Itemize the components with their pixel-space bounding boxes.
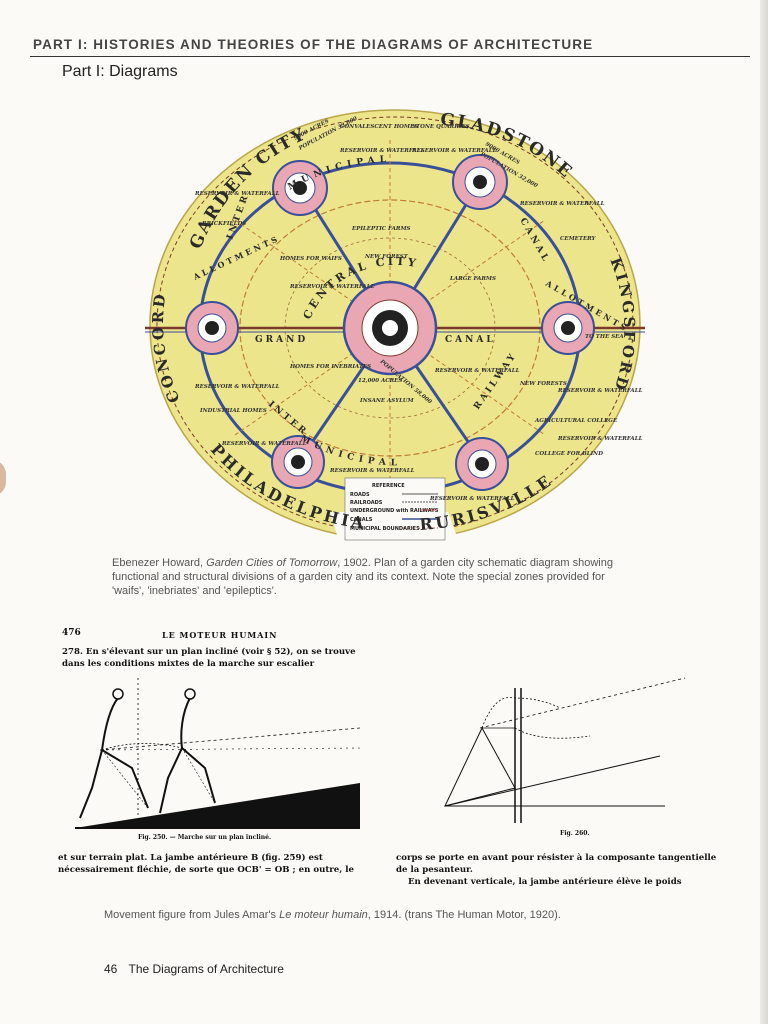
- satellite-philadelphia: [271, 435, 325, 489]
- svg-text:HOMES FOR INEBRIATES: HOMES FOR INEBRIATES: [289, 364, 371, 370]
- svg-text:ROADS: ROADS: [350, 492, 370, 498]
- svg-text:STONE QUARRIES: STONE QUARRIES: [412, 124, 470, 130]
- figure-caption-amar: Movement figure from Jules Amar's Le mot…: [104, 909, 561, 921]
- svg-text:INSANE ASYLUM: INSANE ASYLUM: [359, 398, 415, 404]
- footer-book-title: The Diagrams of Architecture: [128, 962, 284, 976]
- satellite-garden-city: [272, 160, 328, 216]
- label-grand: GRAND: [255, 335, 308, 345]
- garden-city-diagram: REFERENCE ROADS RAILROADS UNDERGROUND wi…: [145, 109, 645, 545]
- svg-text:RESERVOIR & WATERFALL: RESERVOIR & WATERFALL: [429, 496, 515, 502]
- svg-text:RESERVOIR & WATERFALL: RESERVOIR & WATERFALL: [519, 201, 605, 207]
- svg-text:COLLEGE FOR BLIND: COLLEGE FOR BLIND: [535, 451, 603, 457]
- svg-text:LARGE FARMS: LARGE FARMS: [449, 276, 496, 282]
- map-legend: [344, 477, 446, 541]
- svg-text:NEW FORESTS: NEW FORESTS: [519, 381, 567, 387]
- figure-250-incline: [75, 678, 361, 829]
- label-canal: CANAL: [445, 335, 496, 345]
- satellite-rurisville: [455, 437, 509, 491]
- svg-text:BRICKFIELDS: BRICKFIELDS: [201, 221, 246, 227]
- svg-text:RESERVOIR & WATERFALL: RESERVOIR & WATERFALL: [221, 441, 307, 447]
- svg-text:RESERVOIR & WATERFALL: RESERVOIR & WATERFALL: [329, 468, 415, 474]
- scan-paragraph-2: et sur terrain plat. La jambe antérieure…: [58, 853, 354, 875]
- figure-260-diagram: [444, 677, 686, 823]
- svg-text:RESERVOIR & WATERFALL: RESERVOIR & WATERFALL: [557, 436, 643, 442]
- running-head: PART I: HISTORIES AND THEORIES OF THE DI…: [33, 37, 594, 52]
- svg-text:INDUSTRIAL HOMES: INDUSTRIAL HOMES: [199, 408, 267, 414]
- header-rule: [30, 56, 750, 57]
- svg-text:UNDERGROUND with RAILWAYS: UNDERGROUND with RAILWAYS: [350, 508, 439, 514]
- svg-text:12,000 ACRES: 12,000 ACRES: [358, 378, 402, 384]
- svg-text:AGRICULTURAL COLLEGE: AGRICULTURAL COLLEGE: [534, 418, 618, 424]
- scan-page-number: 476: [62, 628, 81, 638]
- scan-paragraph-3: corps se porte en avant pour résister à …: [396, 852, 726, 888]
- scan-paragraph-3b: En devenant verticale, la jambe antérieu…: [408, 877, 682, 887]
- svg-text:RESERVOIR & WATERFALL: RESERVOIR & WATERFALL: [194, 384, 280, 390]
- svg-text:RESERVOIR & WATERFALL: RESERVOIR & WATERFALL: [194, 191, 280, 197]
- scan-running-head: LE MOTEUR HUMAIN: [162, 630, 278, 640]
- svg-text:HOMES FOR WAIFS: HOMES FOR WAIFS: [279, 256, 342, 262]
- svg-text:EPILEPTIC FARMS: EPILEPTIC FARMS: [351, 226, 411, 232]
- satellite-concord: [185, 301, 239, 355]
- svg-text:CANALS: CANALS: [350, 517, 373, 523]
- satellite-gladstone: [452, 154, 508, 210]
- footer-page-number: 46: [104, 962, 118, 976]
- svg-text:RESERVOIR & WATERFALL: RESERVOIR & WATERFALL: [557, 388, 643, 394]
- svg-text:CEMETERY: CEMETERY: [560, 236, 597, 242]
- scan-paragraph-1: 278. En s'élevant sur un plan incliné (v…: [62, 647, 356, 669]
- section-title: Part I: Diagrams: [62, 63, 178, 80]
- scan-paragraph-3a: corps se porte en avant pour résister à …: [396, 853, 717, 875]
- svg-text:MUNICIPAL BOUNDARIES: MUNICIPAL BOUNDARIES: [350, 526, 420, 532]
- svg-text:RESERVOIR & WATERFALL: RESERVOIR & WATERFALL: [289, 284, 375, 290]
- page-edge: [760, 0, 768, 1024]
- central-city-hub: [342, 280, 438, 376]
- svg-text:REFERENCE: REFERENCE: [372, 483, 405, 489]
- fig260-caption: Fig. 260.: [560, 830, 590, 837]
- svg-text:NEW FOREST: NEW FOREST: [364, 254, 409, 260]
- fig250-caption: Fig. 250. — Marche sur un plan incliné.: [138, 834, 272, 841]
- scanner-thumb: [0, 460, 6, 496]
- svg-text:RAILROADS: RAILROADS: [350, 500, 383, 506]
- svg-text:TO THE SEA: TO THE SEA: [585, 334, 624, 340]
- svg-text:RESERVOIR & WATERFALL: RESERVOIR & WATERFALL: [411, 148, 497, 154]
- svg-text:RESERVOIR & WATERFALL: RESERVOIR & WATERFALL: [434, 368, 520, 374]
- figure-caption-howard: Ebenezer Howard, Garden Cities of Tomorr…: [112, 557, 613, 597]
- svg-text:CONVALESCENT HOMES: CONVALESCENT HOMES: [340, 124, 418, 130]
- satellite-kingsford: [541, 301, 595, 355]
- svg-text:RESERVOIR & WATERFALL: RESERVOIR & WATERFALL: [339, 148, 425, 154]
- page-footer: 46 The Diagrams of Architecture: [104, 962, 284, 976]
